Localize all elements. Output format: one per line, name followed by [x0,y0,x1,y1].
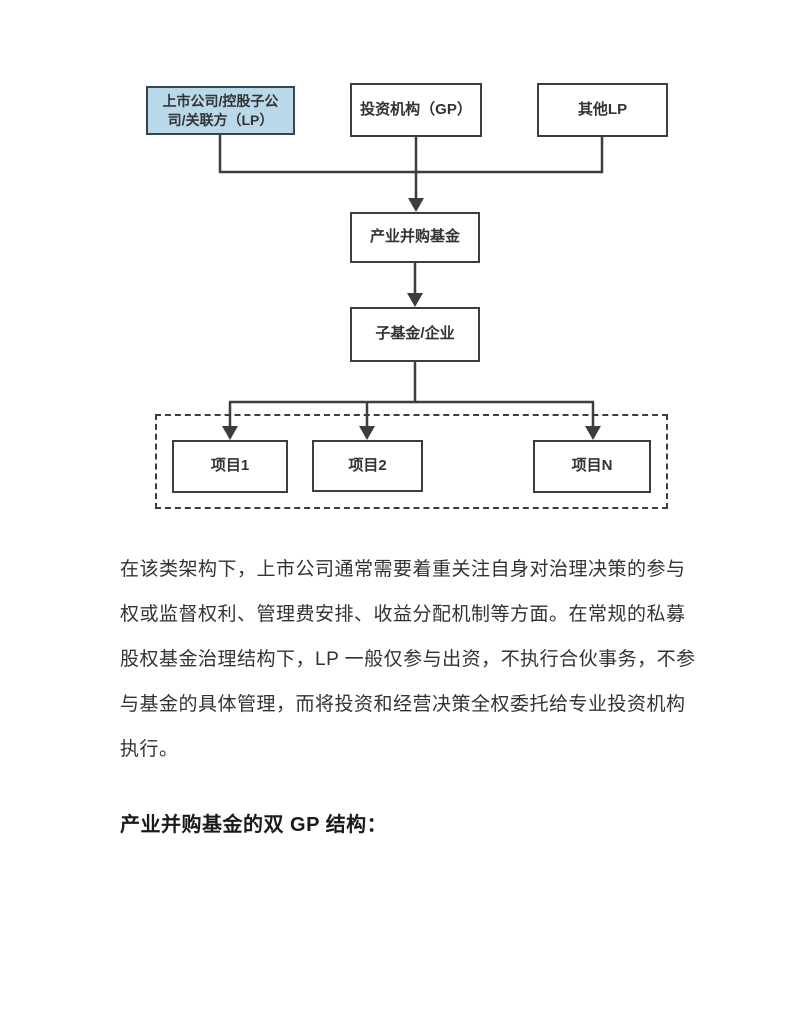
arrowhead-project1 [222,426,238,440]
node-project-1: 项目1 [172,440,288,493]
paragraph-line: 权或监督权利、管理费安排、收益分配机制等方面。在常规的私募 [120,604,686,625]
node-other-lp: 其他LP [537,83,668,137]
node-project-2: 项目2 [312,440,423,492]
paragraph-line: 执行。 [120,739,179,760]
paragraph-line: 股权基金治理结构下，LP 一般仅参与出资，不执行合伙事务，不参 [120,649,696,670]
fund-structure-diagram: 上市公司/控股子公 司/关联方（LP） 投资机构（GP） 其他LP 产业并购基金… [146,83,668,509]
node-project-n: 项目N [533,440,651,493]
node-listed-company-lp: 上市公司/控股子公 司/关联方（LP） [146,86,295,135]
node-subfund-enterprise: 子基金/企业 [350,307,480,362]
paragraph-line: 与基金的具体管理，而将投资和经营决策全权委托给专业投资机构 [120,694,686,715]
arrowhead-project2 [359,426,375,440]
arrowhead-subfund [407,293,423,307]
arrowhead-projectN [585,426,601,440]
node-investment-institution-gp: 投资机构（GP） [350,83,482,137]
node-industrial-ma-fund: 产业并购基金 [350,212,480,263]
projects-group-box [155,414,668,509]
body-paragraph: 在该类架构下，上市公司通常需要着重关注自身对治理决策的参与 权或监督权利、管理费… [120,547,696,772]
section-heading: 产业并购基金的双 GP 结构： [120,814,388,836]
paragraph-line: 在该类架构下，上市公司通常需要着重关注自身对治理决策的参与 [120,559,686,580]
arrowhead-fund [408,198,424,212]
